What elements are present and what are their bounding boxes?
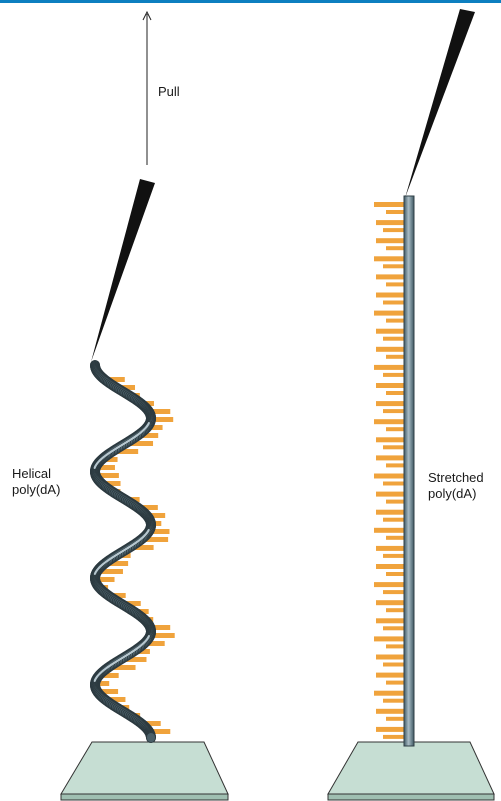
base [383, 518, 404, 522]
base [376, 727, 404, 732]
stretched-backbone [404, 196, 414, 746]
base [374, 311, 404, 316]
base [374, 528, 404, 533]
base [376, 546, 404, 551]
pull-label: Pull [158, 84, 180, 100]
base [376, 455, 404, 460]
base [383, 409, 404, 413]
base [374, 691, 404, 696]
base [386, 427, 404, 431]
base [383, 699, 404, 703]
base [376, 510, 404, 515]
base [374, 636, 404, 641]
base [374, 419, 404, 424]
base [376, 600, 404, 605]
base [376, 564, 404, 569]
stretched-label-line2: poly(dA) [428, 486, 476, 502]
base [376, 238, 404, 243]
stretched-label-line1: Stretched [428, 470, 484, 486]
base [386, 500, 404, 504]
base [383, 373, 404, 377]
base [383, 482, 404, 486]
base [386, 644, 404, 648]
base [383, 663, 404, 667]
base [376, 492, 404, 497]
base [376, 618, 404, 623]
pull-arrow [143, 12, 151, 165]
base [374, 474, 404, 479]
base [386, 681, 404, 685]
base [376, 401, 404, 406]
base [386, 319, 404, 323]
base [374, 202, 404, 207]
base [383, 301, 404, 305]
base [386, 463, 404, 467]
base [374, 365, 404, 370]
base [386, 536, 404, 540]
base [376, 437, 404, 442]
base [374, 582, 404, 587]
base [383, 735, 404, 739]
base [383, 445, 404, 449]
base [383, 264, 404, 268]
base [376, 383, 404, 388]
base [376, 709, 404, 714]
base [386, 210, 404, 214]
base [386, 608, 404, 612]
platform-left [61, 742, 228, 800]
base [376, 220, 404, 225]
base [383, 554, 404, 558]
base [383, 337, 404, 341]
base [383, 590, 404, 594]
base [386, 282, 404, 286]
base [376, 347, 404, 352]
helical-label-line2: poly(dA) [12, 482, 60, 498]
base [376, 293, 404, 298]
base [386, 717, 404, 721]
base [386, 246, 404, 250]
base [376, 329, 404, 334]
base [386, 355, 404, 359]
base [374, 256, 404, 261]
base [376, 673, 404, 678]
afm-tip-left [91, 179, 155, 362]
base [383, 626, 404, 630]
stretched-bases [374, 202, 404, 739]
afm-tip-right [405, 9, 475, 198]
helix-bases [93, 377, 175, 734]
base [376, 655, 404, 660]
base [386, 391, 404, 395]
base [383, 228, 404, 232]
platform-right [328, 742, 494, 800]
base [376, 274, 404, 279]
base [386, 572, 404, 576]
helical-label-line1: Helical [12, 466, 51, 482]
